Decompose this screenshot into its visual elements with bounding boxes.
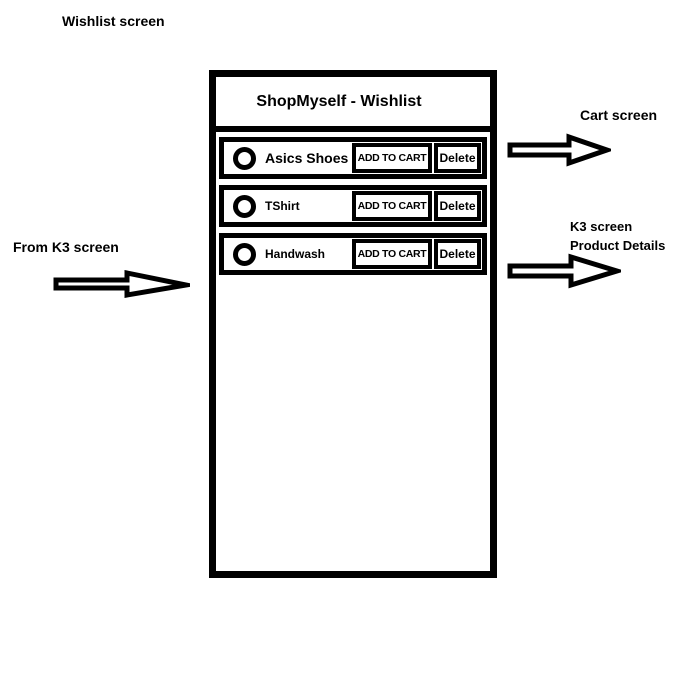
product-name: Handwash <box>265 247 326 261</box>
arrow-right-icon <box>53 269 190 298</box>
arrow-right-icon <box>507 253 621 289</box>
wishlist-list: Asics Shoes ADD TO CART Delete TShirt AD… <box>216 132 490 275</box>
delete-button[interactable]: Delete <box>434 191 481 221</box>
product-circle-icon <box>233 146 256 170</box>
product-circle-icon <box>233 194 256 218</box>
wishlist-row[interactable]: Asics Shoes ADD TO CART Delete <box>219 137 487 179</box>
cart-screen-label: Cart screen <box>580 107 658 123</box>
k3-screen-label: K3 screen Product Details <box>570 217 665 255</box>
product-name: TShirt <box>265 199 300 213</box>
product-cell[interactable]: TShirt <box>225 191 350 221</box>
product-circle-icon <box>233 242 256 266</box>
k3-screen-label-line2: Product Details <box>570 238 666 253</box>
wishlist-row[interactable]: TShirt ADD TO CART Delete <box>219 185 487 227</box>
from-k3-screen-label: From K3 screen <box>13 239 119 255</box>
add-to-cart-button[interactable]: ADD TO CART <box>352 143 432 173</box>
screen-header: ShopMyself - Wishlist <box>216 77 490 132</box>
phone-frame: ShopMyself - Wishlist Asics Shoes ADD TO… <box>209 70 497 578</box>
product-name: Asics Shoes <box>265 150 349 166</box>
add-to-cart-button[interactable]: ADD TO CART <box>352 191 432 221</box>
add-to-cart-button[interactable]: ADD TO CART <box>352 239 432 269</box>
delete-button[interactable]: Delete <box>434 239 481 269</box>
k3-screen-label-line1: K3 screen <box>570 219 633 234</box>
product-cell[interactable]: Handwash <box>225 239 350 269</box>
wishlist-row[interactable]: Handwash ADD TO CART Delete <box>219 233 487 275</box>
screen-title: ShopMyself - Wishlist <box>256 92 422 110</box>
wishlist-screen-label: Wishlist screen <box>62 13 165 29</box>
arrow-right-icon <box>507 133 611 167</box>
product-cell[interactable]: Asics Shoes <box>225 143 350 173</box>
delete-button[interactable]: Delete <box>434 143 481 173</box>
